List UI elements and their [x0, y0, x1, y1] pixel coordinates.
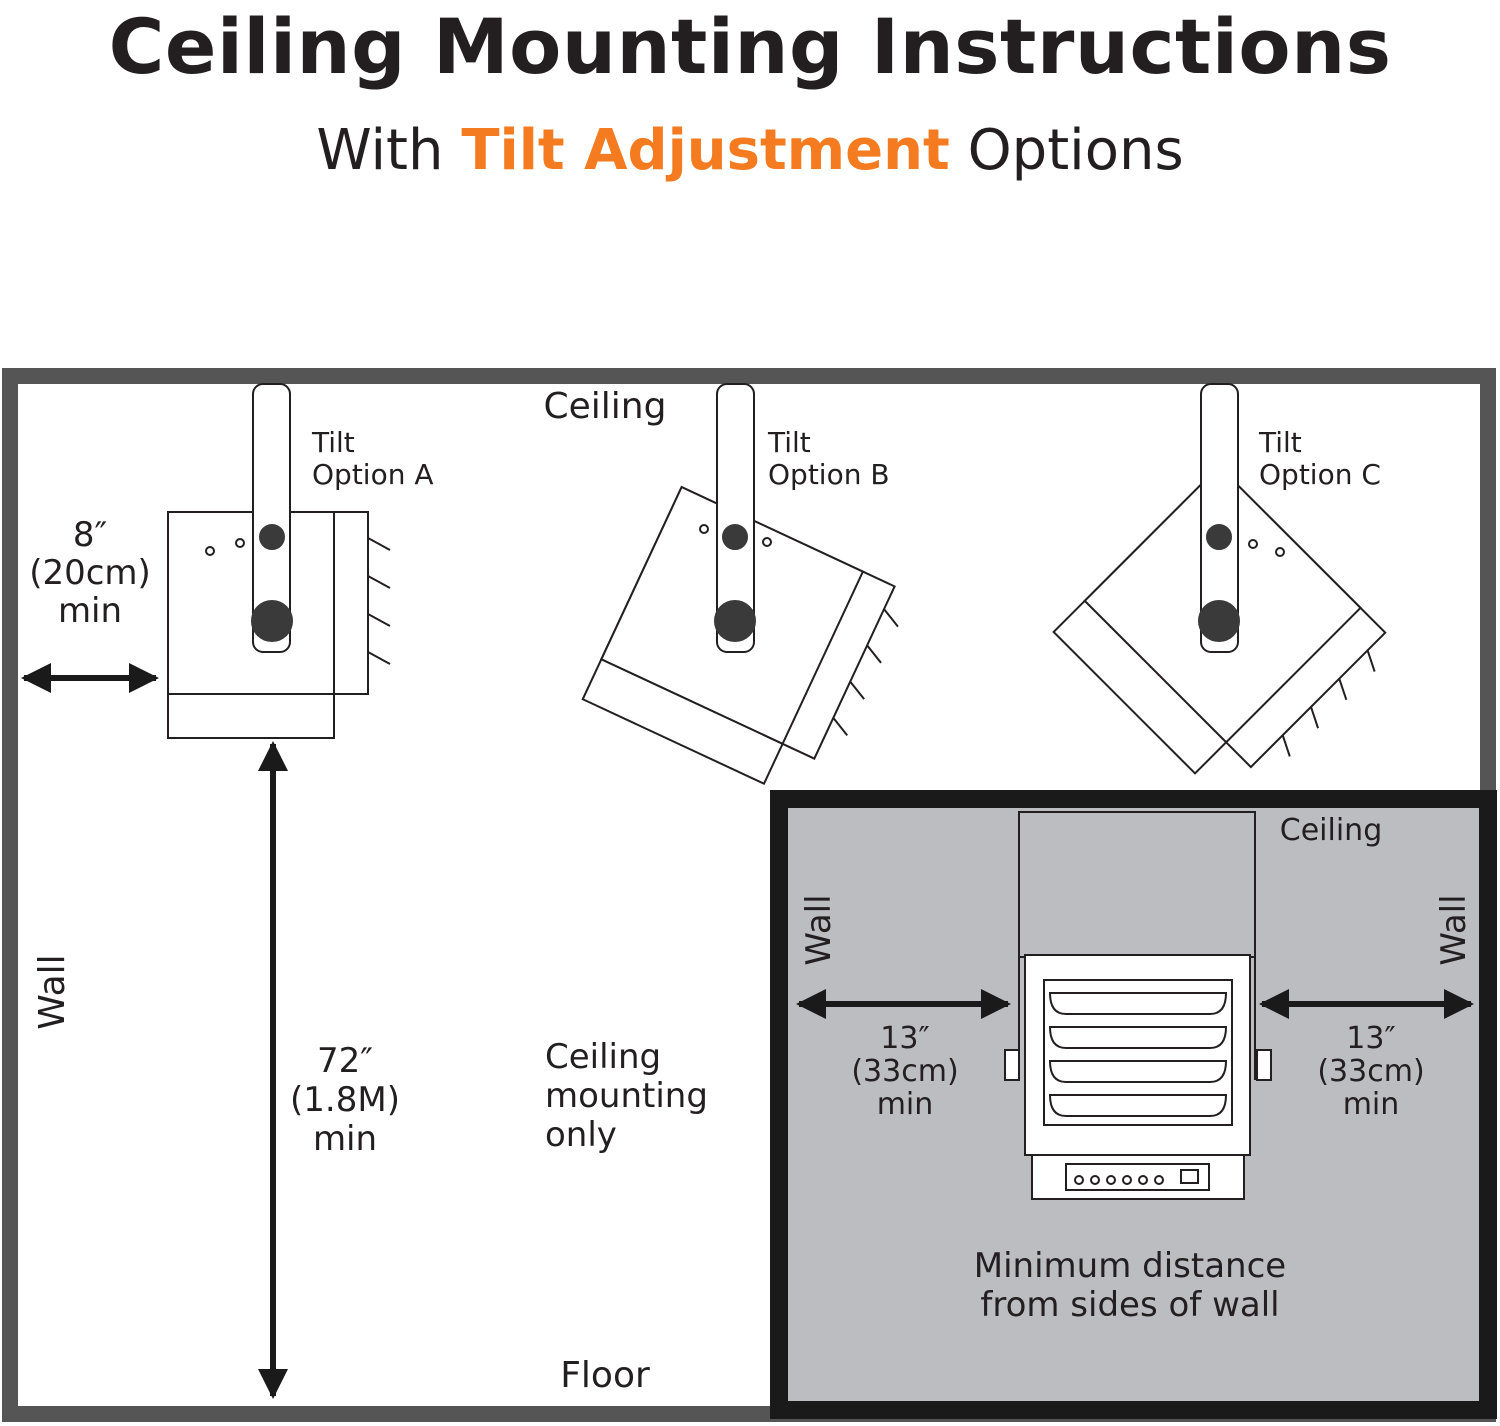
inset-wall-right: Wall — [1434, 894, 1474, 965]
mount-note-line3: only — [545, 1115, 617, 1155]
floor-clearance-min: min — [313, 1119, 377, 1159]
inset-caption-line1: Minimum distance — [974, 1246, 1286, 1286]
tilt-b-line2: Option B — [768, 458, 890, 491]
subtitle-suffix: Options — [967, 118, 1184, 183]
side-clearance-min: min — [58, 591, 122, 631]
subtitle-prefix: With — [316, 118, 444, 183]
left-clearance-min: min — [877, 1087, 934, 1122]
mount-note-line2: mounting — [545, 1076, 708, 1116]
tilt-b-line1: Tilt — [767, 426, 811, 459]
page-title: Ceiling Mounting Instructions — [108, 2, 1392, 91]
floor-clearance-value: 72″ — [317, 1041, 373, 1081]
right-clearance-metric: (33cm) — [1317, 1054, 1424, 1089]
page-subtitle: With Tilt Adjustment Options — [0, 118, 1500, 183]
tilt-a-line1: Tilt — [311, 426, 355, 459]
left-clearance-metric: (33cm) — [851, 1054, 958, 1089]
tilt-c-line2: Option C — [1259, 458, 1381, 491]
side-clearance-value: 8″ — [73, 515, 107, 555]
inset-ceiling-label: Ceiling — [1280, 813, 1382, 848]
heater-option-c — [1052, 383, 1387, 775]
tilt-c-line1: Tilt — [1258, 426, 1302, 459]
wall-label: Wall — [32, 954, 73, 1029]
front-heater-icon — [1004, 954, 1272, 1200]
right-clearance-value: 13″ — [1346, 1021, 1395, 1056]
tilt-a-line2: Option A — [312, 458, 434, 491]
floor-label: Floor — [560, 1355, 650, 1396]
right-clearance-min: min — [1343, 1087, 1400, 1122]
left-clearance-value: 13″ — [880, 1021, 929, 1056]
floor-clearance-metric: (1.8M) — [290, 1080, 400, 1120]
clearance-inset: Ceiling Wall Wall 13″ (33cm) min 13″ (33… — [770, 790, 1497, 1419]
heater-option-b — [581, 383, 899, 786]
inset-caption-line2: from sides of wall — [980, 1285, 1279, 1325]
mount-note-line1: Ceiling — [545, 1037, 661, 1077]
side-clearance-metric: (20cm) — [29, 553, 151, 593]
inset-wall-left: Wall — [799, 894, 839, 965]
subtitle-highlight: Tilt Adjustment — [461, 118, 950, 183]
heater-option-a — [167, 383, 391, 739]
ceiling-label: Ceiling — [544, 386, 667, 427]
